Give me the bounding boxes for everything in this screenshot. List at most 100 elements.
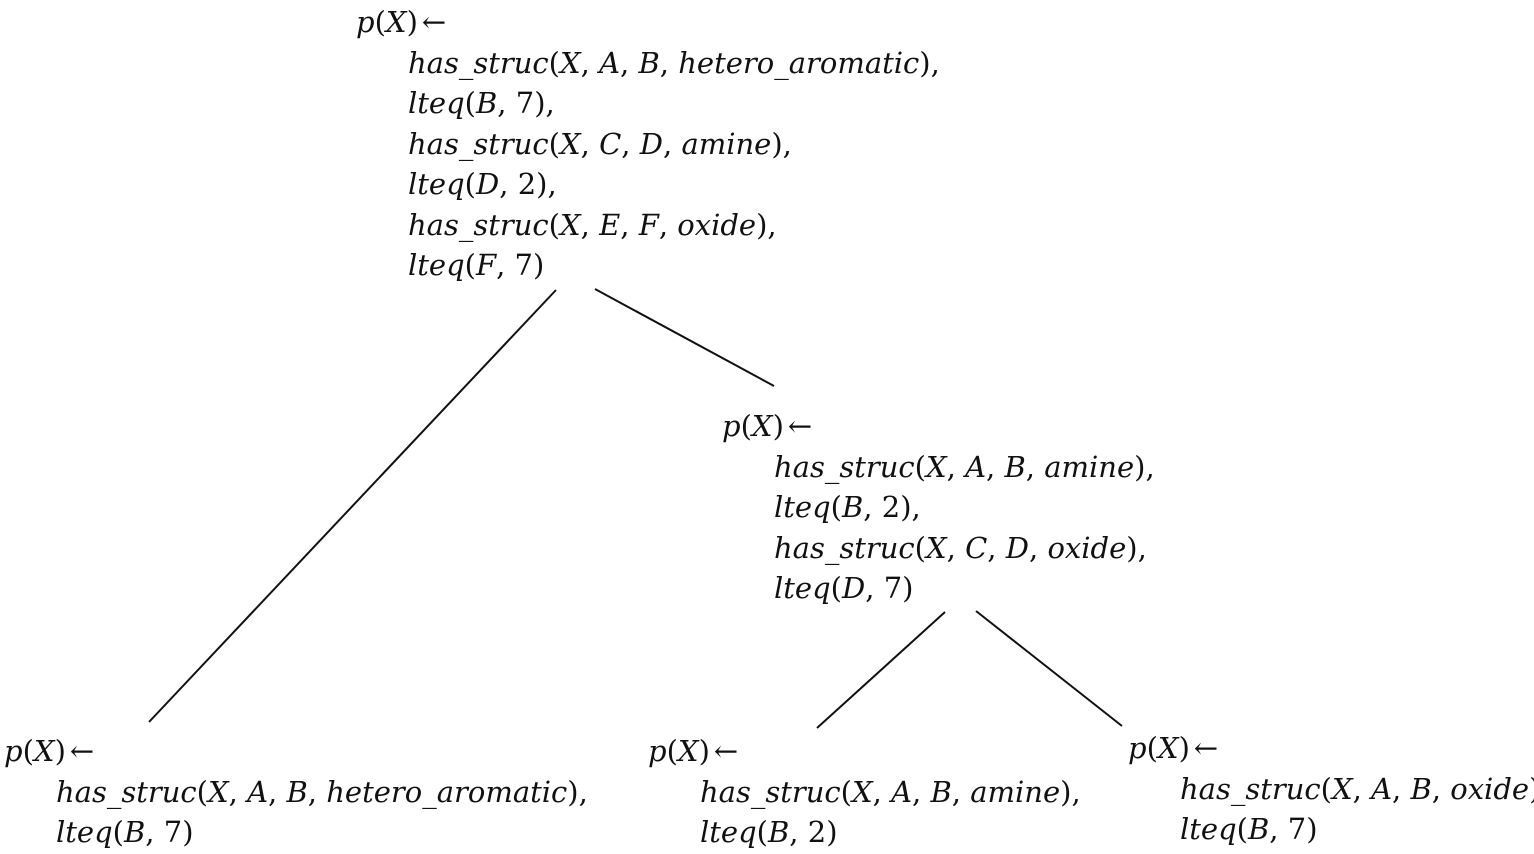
body-literal: has_struc(X, E, F, oxide), — [408, 207, 777, 242]
implication-arrow-icon: ← — [69, 734, 95, 768]
literal-predicate: has_struc — [56, 774, 197, 809]
literal-terminator: ), — [536, 167, 557, 201]
clause-head: p(X)← — [1128, 731, 1219, 765]
body-literal: has_struc(X, A, B, amine), — [774, 449, 1155, 484]
literal-argument: hetero_aromatic — [678, 45, 920, 80]
literal-constant: 2 — [517, 167, 537, 201]
body-literal: lteq(F, 7) — [408, 248, 545, 282]
literal-argument: X — [852, 774, 873, 809]
body-literal: lteq(B, 7) — [56, 815, 194, 849]
literal-predicate: lteq — [1180, 812, 1237, 846]
literal-constant: 7 — [515, 86, 535, 120]
literal-argument: X — [1332, 771, 1353, 806]
literal-argument: B — [767, 815, 790, 849]
body-literal: has_struc(X, A, B, hetero_aromatic), — [408, 45, 940, 80]
literal-predicate: lteq — [408, 86, 465, 120]
literal-predicate: has_struc — [408, 126, 549, 161]
literal-terminator: ) — [182, 815, 194, 849]
literal-terminator: ), — [919, 45, 940, 80]
literal-argument: X — [926, 530, 947, 565]
head-argument: X — [677, 734, 699, 768]
head-predicate: p — [4, 734, 23, 768]
literal-terminator: ) — [533, 248, 545, 282]
body-literal: has_struc(X, A, B, amine), — [700, 774, 1081, 809]
literal-argument: X — [560, 45, 581, 80]
edge-middle-to-bottom-middle — [816, 611, 946, 729]
clause-middle: p(X)←has_struc(X, A, B, amine),lteq(B, 2… — [722, 406, 1155, 609]
literal-terminator: ) — [902, 571, 914, 605]
literal-argument: B — [638, 45, 660, 80]
clause-root: p(X)←has_struc(X, A, B, hetero_aromatic)… — [356, 2, 940, 286]
literal-predicate: has_struc — [700, 774, 841, 809]
literal-terminator: ), — [1060, 774, 1081, 809]
literal-argument: A — [599, 45, 621, 80]
literal-predicate: lteq — [700, 815, 757, 849]
literal-predicate: lteq — [408, 167, 465, 201]
body-literal: has_struc(X, C, D, oxide), — [774, 530, 1147, 565]
head-predicate: p — [722, 409, 741, 443]
literal-argument: amine — [681, 126, 772, 161]
literal-terminator: ), — [567, 774, 588, 809]
literal-argument: A — [247, 774, 269, 809]
implication-arrow-icon: ← — [787, 409, 813, 443]
literal-argument: C — [965, 530, 988, 565]
literal-terminator: ), — [534, 86, 555, 120]
implication-arrow-icon: ← — [1193, 731, 1219, 765]
head-argument: X — [1157, 731, 1179, 765]
literal-terminator: ), — [1529, 772, 1534, 806]
literal-terminator: ), — [1134, 449, 1155, 484]
literal-argument: D — [1005, 530, 1029, 565]
clause-bottom-middle: p(X)←has_struc(X, A, B, amine),lteq(B, 2… — [648, 731, 1081, 853]
literal-argument: amine — [970, 774, 1061, 809]
implication-arrow-icon: ← — [713, 734, 739, 768]
edge-middle-to-bottom-right — [975, 610, 1123, 727]
clause-head: p(X)← — [4, 734, 95, 768]
body-literal: lteq(B, 7) — [1180, 812, 1318, 846]
edge-root-to-left — [148, 289, 557, 723]
edge-root-to-middle — [594, 288, 775, 387]
head-argument: X — [751, 409, 773, 443]
literal-argument: D — [475, 167, 500, 201]
literal-argument: A — [1371, 771, 1393, 806]
literal-argument: X — [208, 774, 229, 809]
literal-constant: 7 — [514, 248, 533, 282]
literal-terminator: ), — [771, 126, 792, 161]
literal-terminator: ), — [900, 490, 921, 524]
head-predicate: p — [648, 734, 667, 768]
literal-argument: B — [930, 774, 952, 809]
literal-argument: oxide — [1450, 771, 1530, 806]
body-literal: lteq(B, 2) — [700, 815, 838, 849]
implication-arrow-icon: ← — [421, 5, 447, 39]
clause-head: p(X)← — [722, 409, 813, 443]
body-literal: has_struc(X, A, B, oxide), — [1180, 769, 1534, 810]
literal-argument: X — [926, 449, 947, 484]
literal-argument: hetero_aromatic — [326, 774, 568, 809]
clause-bottom-right: p(X)← has_struc(X, A, B, oxide),lteq(B, 7… — [1128, 728, 1534, 850]
literal-terminator: ) — [826, 815, 838, 849]
literal-constant: 2 — [807, 815, 827, 849]
body-literal: lteq(D, 2), — [408, 167, 557, 201]
literal-argument: oxide — [1047, 530, 1127, 565]
literal-argument: B — [1004, 449, 1026, 484]
literal-argument: D — [639, 126, 663, 161]
literal-predicate: lteq — [56, 815, 113, 849]
literal-argument: B — [1410, 771, 1432, 806]
literal-constant: 7 — [883, 571, 903, 605]
literal-argument: A — [965, 449, 987, 484]
literal-predicate: lteq — [408, 248, 465, 282]
literal-predicate: lteq — [774, 571, 831, 605]
literal-argument: oxide — [677, 207, 757, 242]
literal-predicate: has_struc — [1180, 771, 1321, 806]
head-predicate: p — [1128, 731, 1147, 765]
literal-argument: F — [638, 207, 659, 242]
literal-constant: 7 — [1287, 812, 1307, 846]
literal-predicate: has_struc — [408, 207, 549, 242]
clause-left: p(X)←has_struc(X, A, B, hetero_aromatic)… — [4, 731, 588, 853]
literal-constant: 2 — [881, 490, 901, 524]
literal-predicate: has_struc — [774, 530, 915, 565]
body-literal: lteq(B, 7), — [408, 86, 555, 120]
literal-argument: B — [286, 774, 308, 809]
literal-argument: F — [475, 248, 497, 282]
